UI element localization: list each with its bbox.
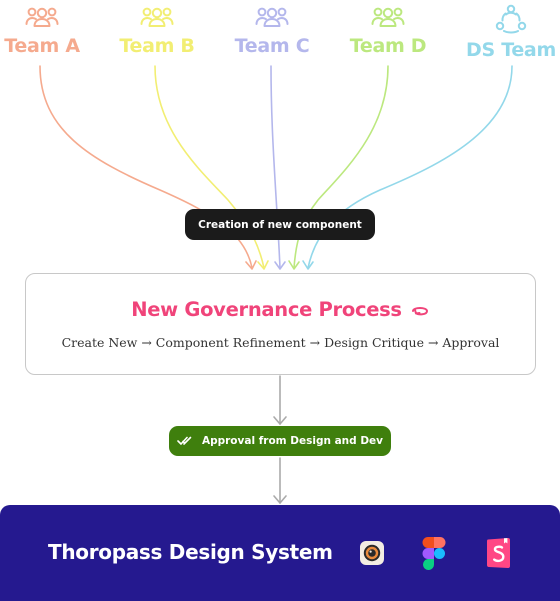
connector-approval-arrowhead (273, 495, 287, 504)
approval-pill: Approval from Design and Dev (169, 426, 391, 456)
loop-arrow-icon (411, 307, 428, 316)
double-check-icon (177, 436, 192, 445)
connector-team-a-arrowhead (245, 260, 257, 270)
governance-process-box: New Governance Process Create New → Comp… (25, 273, 536, 375)
design-system-banner: Thoropass Design System (0, 505, 560, 601)
creation-label: Creation of new component (198, 218, 362, 231)
ds-team: DS Team (455, 0, 560, 61)
team-a-label: Team A (4, 35, 80, 57)
process-steps: Create New → Component Refinement → Desi… (61, 335, 500, 350)
process-title-text: New Governance Process (131, 298, 402, 321)
camera-app-icon (360, 541, 384, 565)
connector-team-c-arrowhead (274, 261, 286, 270)
connector-team-d-arrowhead (288, 260, 300, 270)
creation-pill: Creation of new component (185, 209, 375, 240)
team-b-label: Team B (119, 35, 195, 57)
figma-icon (422, 537, 446, 570)
connector-team-b-arrowhead (257, 260, 269, 270)
connector-team-c (270, 65, 281, 269)
people-group-icon (371, 7, 405, 27)
connector-process-arrowhead (273, 416, 287, 425)
connected-people-icon (495, 4, 527, 34)
team-d-label: Team D (349, 35, 427, 57)
team-b: Team B (101, 0, 213, 57)
design-system-title: Thoropass Design System (48, 540, 333, 564)
people-group-icon (25, 7, 59, 27)
process-title: New Governance Process (26, 298, 535, 321)
team-a: Team A (0, 0, 98, 57)
ds-team-label: DS Team (466, 39, 556, 61)
connector-ds-team-arrowhead (302, 260, 314, 270)
team-d: Team D (332, 0, 444, 57)
team-c: Team C (216, 0, 328, 57)
approval-label: Approval from Design and Dev (201, 435, 384, 447)
people-group-icon (255, 7, 289, 27)
storybook-icon (487, 538, 510, 568)
people-group-icon (140, 7, 174, 27)
team-c-label: Team C (234, 35, 310, 57)
